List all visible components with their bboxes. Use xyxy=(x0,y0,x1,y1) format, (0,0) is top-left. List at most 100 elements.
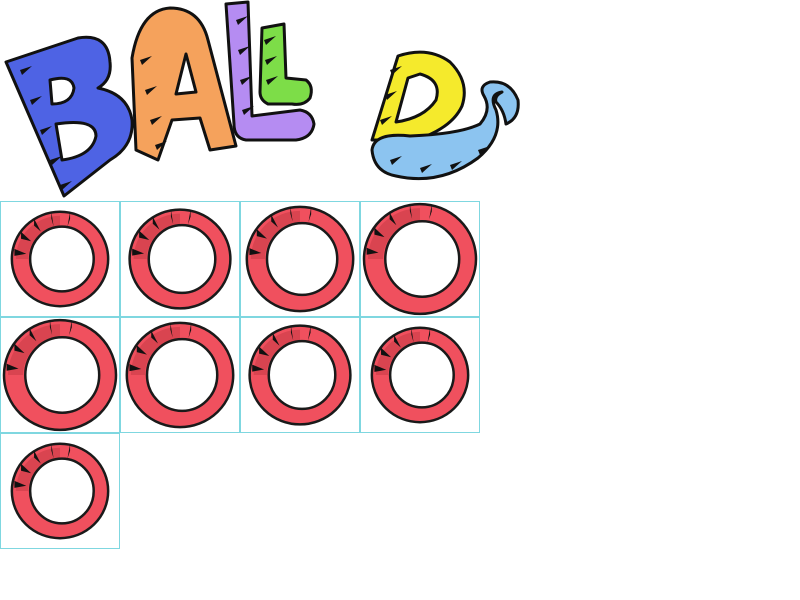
logo-letter-s xyxy=(370,80,520,181)
balloon-stripe xyxy=(14,343,25,354)
logo-stripe xyxy=(140,56,152,65)
balloon-stripe xyxy=(34,450,41,464)
balloon-stripe xyxy=(290,206,293,222)
balloon-shade xyxy=(133,213,180,259)
balloon-stripe xyxy=(290,325,294,341)
balloon-stripe xyxy=(271,214,278,228)
sprite-frame xyxy=(360,317,480,433)
balloon-stripe xyxy=(252,364,265,372)
balloon-stripe xyxy=(259,346,270,357)
balloon-hole xyxy=(24,336,101,414)
logo-stripe xyxy=(478,146,490,155)
frame-grid-cell xyxy=(0,201,120,317)
balloon-shade xyxy=(375,331,420,375)
sprite-frame xyxy=(120,317,240,433)
sprite-frame xyxy=(120,201,240,317)
balloon-stripe xyxy=(139,230,150,241)
balloon-stripe xyxy=(21,231,32,242)
frame-grid-cell xyxy=(120,201,240,317)
balloon-shade xyxy=(15,447,60,491)
logo-letter-a xyxy=(130,6,238,162)
logo-stripe xyxy=(150,116,162,125)
sprite-frame xyxy=(0,201,120,317)
sprite-frame xyxy=(0,433,120,549)
logo-stripe xyxy=(40,126,52,135)
balloon-stripe xyxy=(14,248,27,256)
frame-grid-cell xyxy=(0,317,120,433)
logo-stripe xyxy=(20,66,32,75)
logo-stripe xyxy=(385,91,397,100)
balloon-stripe xyxy=(34,218,41,232)
balloon-hole xyxy=(145,337,219,413)
balloon-stripe xyxy=(188,323,192,338)
logo-stripe xyxy=(390,156,402,165)
balloon-hole xyxy=(388,341,455,409)
logo-letter-l-2 xyxy=(258,22,313,106)
logo-stripe xyxy=(240,76,252,85)
logo-stripe xyxy=(390,66,402,75)
balloon-stripe xyxy=(29,328,37,342)
balloon-stripe xyxy=(429,204,432,220)
balloon-stripe xyxy=(272,332,280,346)
sprite-frame xyxy=(240,201,360,317)
balloon-stripe xyxy=(136,345,147,355)
frame-grid-cell xyxy=(120,317,240,433)
balloon-stripe xyxy=(389,212,397,226)
sprite-frame xyxy=(0,317,120,433)
balloon-stripe xyxy=(409,204,413,219)
balloon-stripe xyxy=(187,209,191,225)
logo-stripe xyxy=(50,156,62,165)
frame-grid-cell xyxy=(360,317,480,433)
balloon-hole xyxy=(147,223,217,295)
logo-stripe xyxy=(265,56,277,65)
balloon-hole xyxy=(265,221,339,297)
sprite-frame xyxy=(360,201,480,317)
letter-d-shape xyxy=(370,50,466,142)
frame-grid-cell xyxy=(240,317,360,433)
balloon-shade xyxy=(130,326,180,375)
balloon-stripe xyxy=(67,443,71,459)
frame-grid-cell xyxy=(0,433,120,549)
balloon-shade xyxy=(368,208,420,259)
balloon-stripe xyxy=(51,443,54,459)
logo-stripe xyxy=(145,86,157,95)
balloon-stripe xyxy=(170,209,174,225)
balloon-stripe xyxy=(249,248,262,256)
balloon-shade xyxy=(15,215,60,259)
logo-stripe xyxy=(420,164,432,173)
balloon-stripe xyxy=(427,327,431,343)
balloon-stripe xyxy=(374,227,385,238)
frame-grid-cell xyxy=(360,201,480,317)
balloon-stripe xyxy=(132,248,145,256)
balloon-stripe xyxy=(307,325,311,341)
balloon-shade xyxy=(8,324,60,375)
balloon-stripe xyxy=(129,364,142,372)
logo-stripe xyxy=(155,141,167,150)
logo-stripe xyxy=(380,116,392,125)
balloon-stripe xyxy=(308,207,312,222)
balloon-stripe xyxy=(69,320,72,336)
balloon-hole xyxy=(28,457,95,525)
frame-grid-cell xyxy=(240,201,360,317)
balloon-stripe xyxy=(394,334,401,348)
balloon-stripe xyxy=(381,347,392,358)
balloon-shade xyxy=(253,329,300,375)
logo-stripe xyxy=(236,16,248,25)
sprite-frame xyxy=(240,317,360,433)
logo-stripe xyxy=(60,181,72,190)
logo-letter-b xyxy=(4,35,134,198)
letter-l1-shape xyxy=(224,0,316,142)
logo-stripe xyxy=(30,96,42,105)
logo-letter-l-1 xyxy=(224,0,316,142)
balloon-stripe xyxy=(67,211,71,227)
letter-l2-shape xyxy=(258,22,313,106)
balloon-stripe xyxy=(256,229,267,239)
balloon-stripe xyxy=(51,211,54,227)
letter-a-shape xyxy=(130,6,238,162)
balloon-hole xyxy=(384,220,461,298)
balloon-stripe xyxy=(152,216,160,230)
balloon-shade xyxy=(250,210,300,259)
